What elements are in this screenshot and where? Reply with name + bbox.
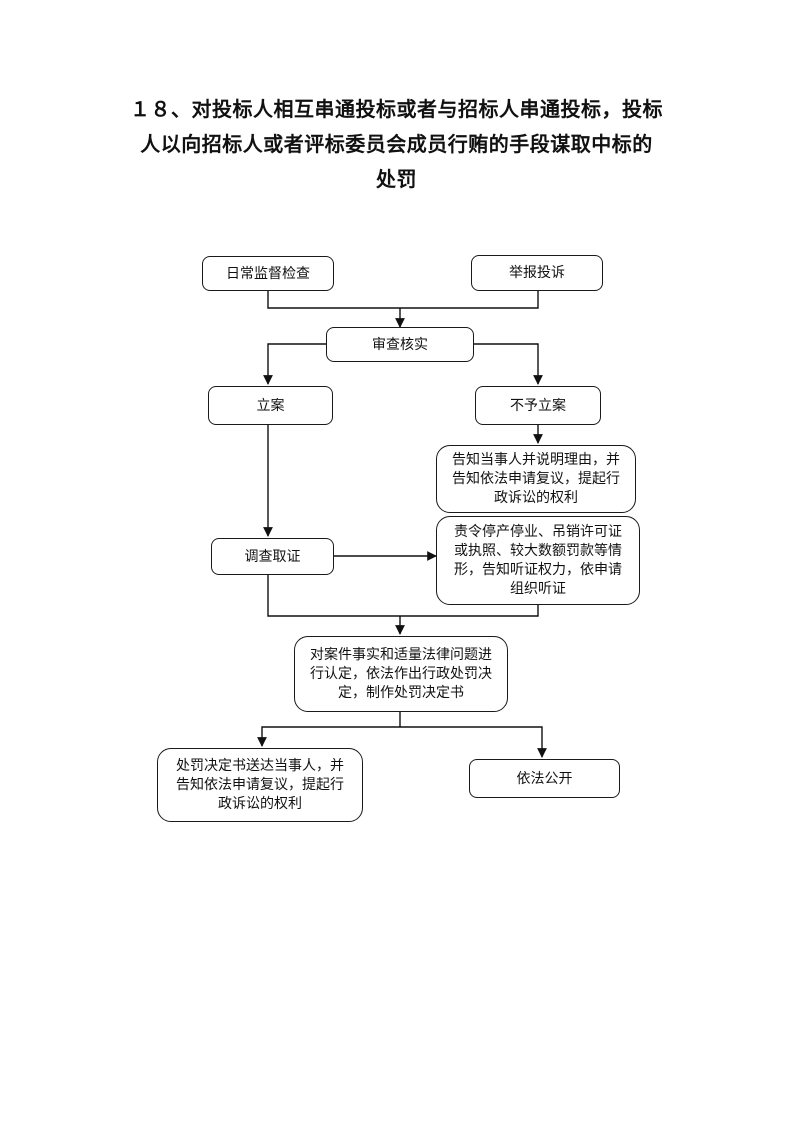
arrow-decision-to-publicize xyxy=(400,726,547,758)
node-deliver-decision: 处罚决定书送达当事人，并告知依法申请复议，提起行政诉讼的权利 xyxy=(157,748,363,822)
node-no-case-label: 不予立案 xyxy=(510,397,566,414)
node-report-complaint-label: 举报投诉 xyxy=(509,265,565,281)
node-no-case: 不予立案 xyxy=(475,386,601,425)
node-file-case: 立案 xyxy=(208,386,333,425)
arrow-review-to-no-case xyxy=(474,343,543,385)
node-publicize-label: 依法公开 xyxy=(516,770,573,787)
node-investigate: 调查取证 xyxy=(211,538,334,575)
node-deliver-decision-label: 处罚决定书送达当事人，并告知依法申请复议，提起行政诉讼的权利 xyxy=(176,757,344,812)
node-investigate-label: 调查取证 xyxy=(244,548,301,565)
page-title: １８、对投标人相互串通投标或者与招标人串通投标，投标 人以向招标人或者评标委员会… xyxy=(100,92,693,197)
node-decision-label: 对案件事实和适量法律问题进行认定，依法作出行政处罚决定，制作处罚决定书 xyxy=(310,646,492,701)
node-file-case-label: 立案 xyxy=(256,397,285,414)
title-line-3: 处罚 xyxy=(376,167,417,191)
arrow-review-to-file-case xyxy=(263,343,326,385)
node-review-verify: 审查核实 xyxy=(326,327,474,362)
node-hearing-notice-label: 责令停产停业、吊销许可证或执照、较大数额罚款等情形，告知听证权力，依申请组织听证 xyxy=(454,523,622,597)
title-line-2: 人以向招标人或者评标委员会成员行贿的手段谋取中标的 xyxy=(140,132,653,156)
node-daily-inspection-label: 日常监督检查 xyxy=(226,265,310,282)
node-decision: 对案件事实和适量法律问题进行认定，依法作出行政处罚决定，制作处罚决定书 xyxy=(294,636,508,712)
node-publicize: 依法公开 xyxy=(469,759,620,798)
node-hearing-notice: 责令停产停业、吊销许可证或执照、较大数额罚款等情形，告知听证权力，依申请组织听证 xyxy=(436,516,640,605)
node-report-complaint: 举报投诉 xyxy=(471,255,603,291)
node-notify-rights: 告知当事人并说明理由，并告知依法申请复议，提起行政诉讼的权利 xyxy=(436,445,636,513)
connector-merge-to-decision xyxy=(267,575,539,617)
arrow-decision-to-deliver xyxy=(257,726,400,747)
node-daily-inspection: 日常监督检查 xyxy=(202,256,334,291)
node-notify-rights-label: 告知当事人并说明理由，并告知依法申请复议，提起行政诉讼的权利 xyxy=(452,451,620,506)
connector-daily-to-merge xyxy=(267,291,539,309)
title-line-1: １８、对投标人相互串通投标或者与招标人串通投标，投标 xyxy=(130,97,663,121)
node-review-verify-label: 审查核实 xyxy=(372,336,428,353)
